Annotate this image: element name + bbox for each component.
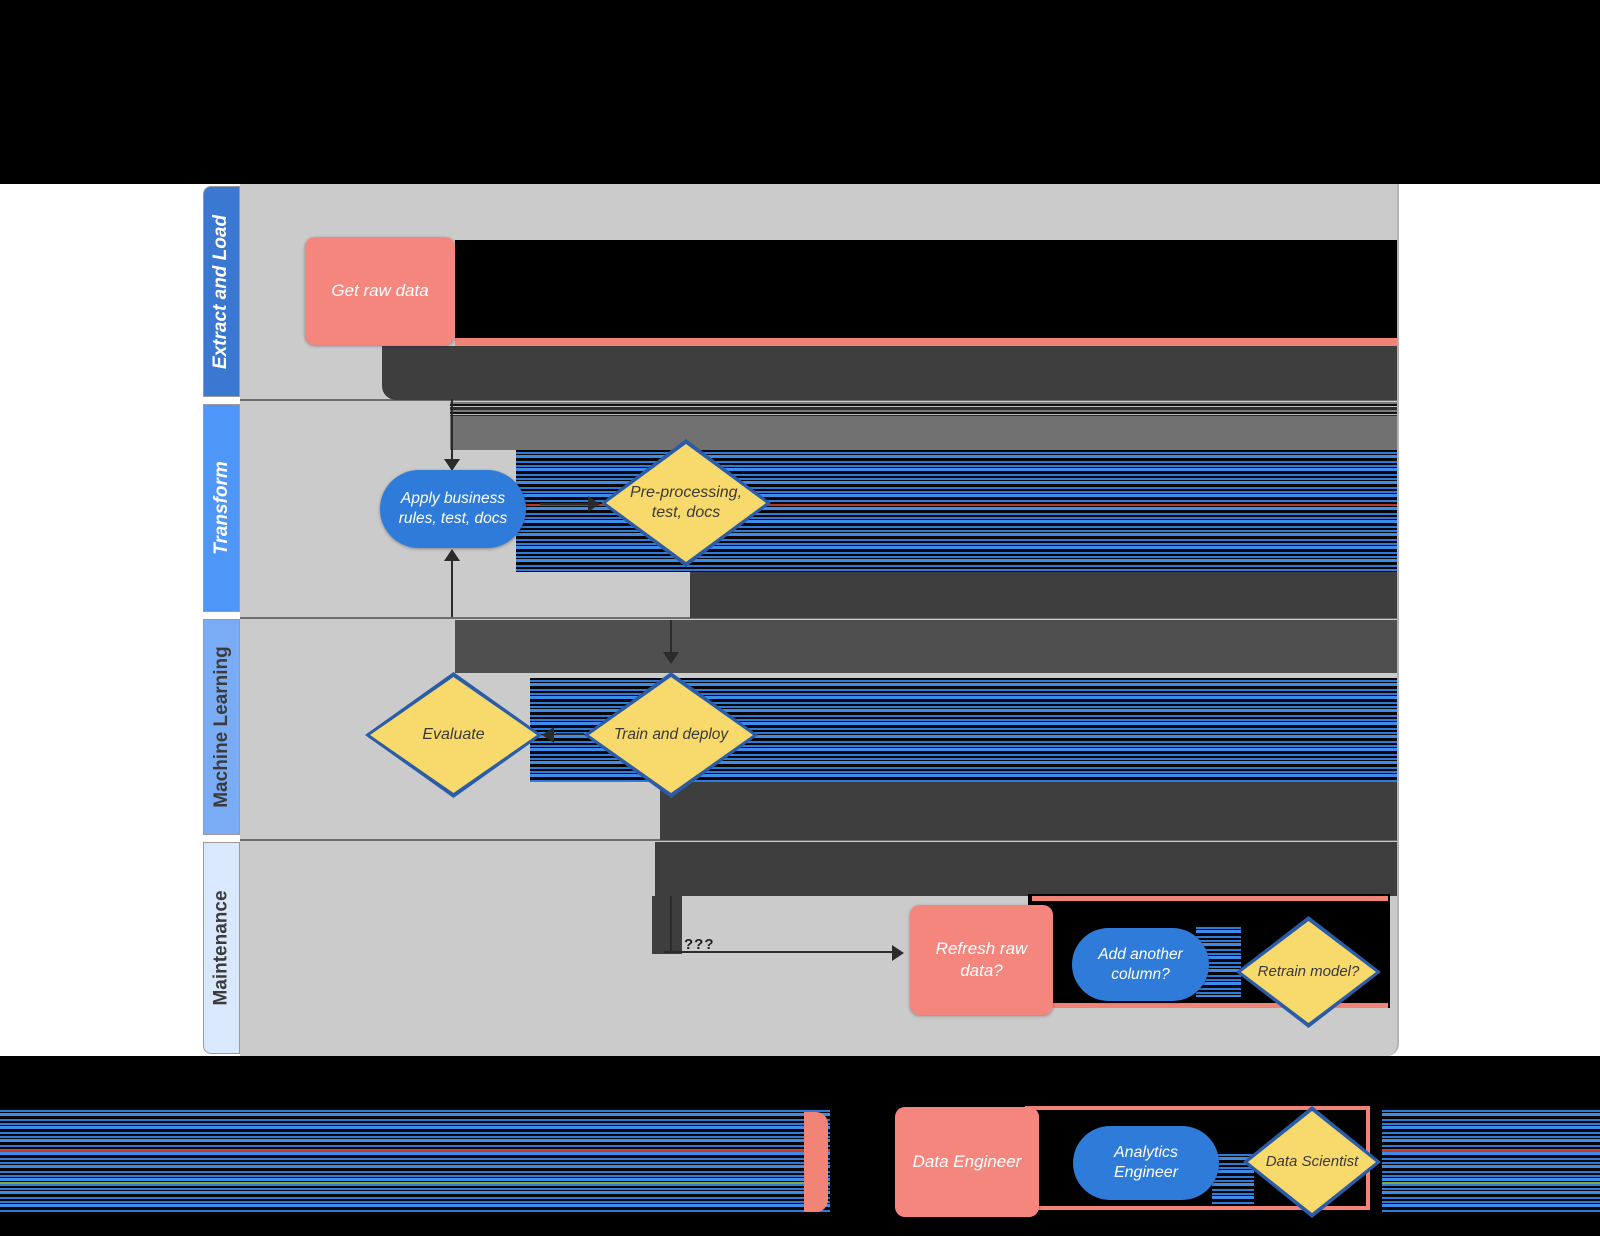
node-label: Apply business rules, test, docs	[398, 490, 508, 527]
lane-maintenance: Maintenance	[203, 842, 240, 1054]
edge-get-raw-to-apply	[451, 399, 453, 459]
arrowhead-up-icon	[444, 549, 460, 561]
node-label: Pre-processing, test, docs	[629, 484, 743, 521]
lane-label: Transform	[210, 461, 232, 555]
node-label: Refresh raw data?	[935, 938, 1028, 980]
lane-label: Machine Learning	[210, 646, 232, 808]
legend-label: Analytics Engineer	[1113, 1143, 1179, 1181]
interlace-accent-red	[516, 504, 1397, 506]
edge-to-train-and-deploy	[670, 620, 672, 654]
artifact-charcoal-band	[455, 620, 1397, 673]
artifact-salmon-line	[1032, 896, 1388, 901]
arrowhead-down-icon	[663, 652, 679, 664]
arrowhead-right-icon	[892, 945, 904, 961]
node-pre-processing: Pre-processing, test, docs	[601, 439, 771, 567]
lane-transform: Transform	[203, 404, 240, 612]
legend-data-scientist: Data Scientist	[1243, 1106, 1381, 1218]
node-evaluate: Evaluate	[365, 672, 542, 798]
interlace-accent-red	[0, 1150, 1600, 1152]
artifact-charcoal-strip	[652, 896, 682, 954]
lane-separator	[240, 839, 1397, 841]
node-retrain-model: Retrain model?	[1236, 916, 1381, 1028]
legend-analytics-engineer: Analytics Engineer	[1073, 1126, 1219, 1200]
lane-separator	[240, 617, 1397, 619]
node-label: Add another column?	[1098, 945, 1183, 983]
arrowhead-down-icon	[444, 459, 460, 471]
edge-train-to-evaluate	[556, 733, 584, 735]
top-black-band	[0, 0, 1600, 184]
artifact-charcoal-band	[690, 572, 1397, 618]
node-get-raw-data: Get raw data	[305, 237, 455, 345]
lane-extract-and-load: Extract and Load	[203, 186, 240, 397]
lane-machine-learning: Machine Learning	[203, 619, 240, 835]
node-label: Train and deploy	[613, 726, 729, 744]
artifact-salmon-cap	[804, 1112, 828, 1212]
legend-label: Data Engineer	[912, 1151, 1022, 1171]
interlace-accent-green	[0, 1182, 1600, 1184]
node-refresh-raw-data: Refresh raw data?	[910, 905, 1053, 1015]
artifact-charcoal-band	[660, 782, 1397, 840]
node-train-and-deploy: Train and deploy	[584, 672, 758, 798]
legend-label: Data Scientist	[1265, 1152, 1359, 1170]
artifact-salmon-line	[455, 338, 1397, 346]
artifact-charcoal-band	[382, 346, 1397, 400]
artifact-charcoal-band	[655, 842, 1397, 896]
node-apply-business-rules: Apply business rules, test, docs	[380, 470, 526, 548]
lane-separator	[240, 399, 1397, 401]
artifact-gray-band	[450, 416, 1397, 450]
arrowhead-right-icon	[588, 496, 600, 512]
edge-feedback-to-apply	[451, 560, 453, 617]
artifact-black-band	[455, 240, 1397, 338]
legend-data-engineer: Data Engineer	[895, 1107, 1039, 1217]
node-label: Evaluate	[422, 726, 485, 743]
node-label: Get raw data	[331, 280, 429, 300]
lane-label: Maintenance	[210, 890, 232, 1006]
arrowhead-left-icon	[542, 727, 554, 743]
edge-apply-to-preprocessing	[540, 503, 590, 505]
edge-label-mystery: ???	[684, 936, 715, 953]
lane-label: Extract and Load	[210, 214, 232, 369]
artifact-salmon-line	[1032, 1003, 1388, 1008]
edge-to-refresh-raw-data	[664, 951, 892, 953]
interlace-stripes-gray	[450, 402, 1397, 416]
node-label: Retrain model?	[1257, 962, 1360, 980]
node-add-another-column: Add another column?	[1072, 928, 1209, 1001]
edge-down-to-maintenance	[670, 896, 672, 953]
